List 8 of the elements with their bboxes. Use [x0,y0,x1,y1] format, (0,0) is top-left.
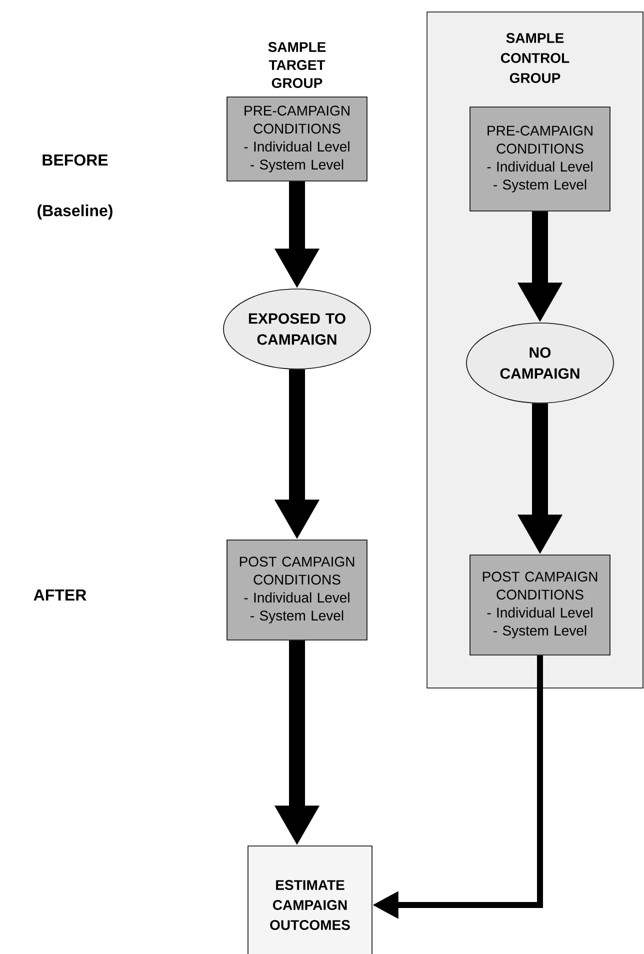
row-label: (Baseline) [38,204,112,220]
row-label: BEFORE [42,154,108,166]
process-box: PRE-CAMPAIGN CONDITIONS - Individual Level - System Level [470,106,610,212]
row-label: AFTER [34,590,86,600]
process-box: POST CAMPAIGN CONDITIONS - Individual Level - System Level [226,540,368,640]
process-box: PRE-CAMPAIGN CONDITIONS - Individual Level - System Level [226,96,368,182]
process-box: POST CAMPAIGN CONDITIONS - Individual Level - System Level [470,554,610,656]
outcome-box: ESTIMATE CAMPAIGN OUTCOMES [248,846,372,954]
